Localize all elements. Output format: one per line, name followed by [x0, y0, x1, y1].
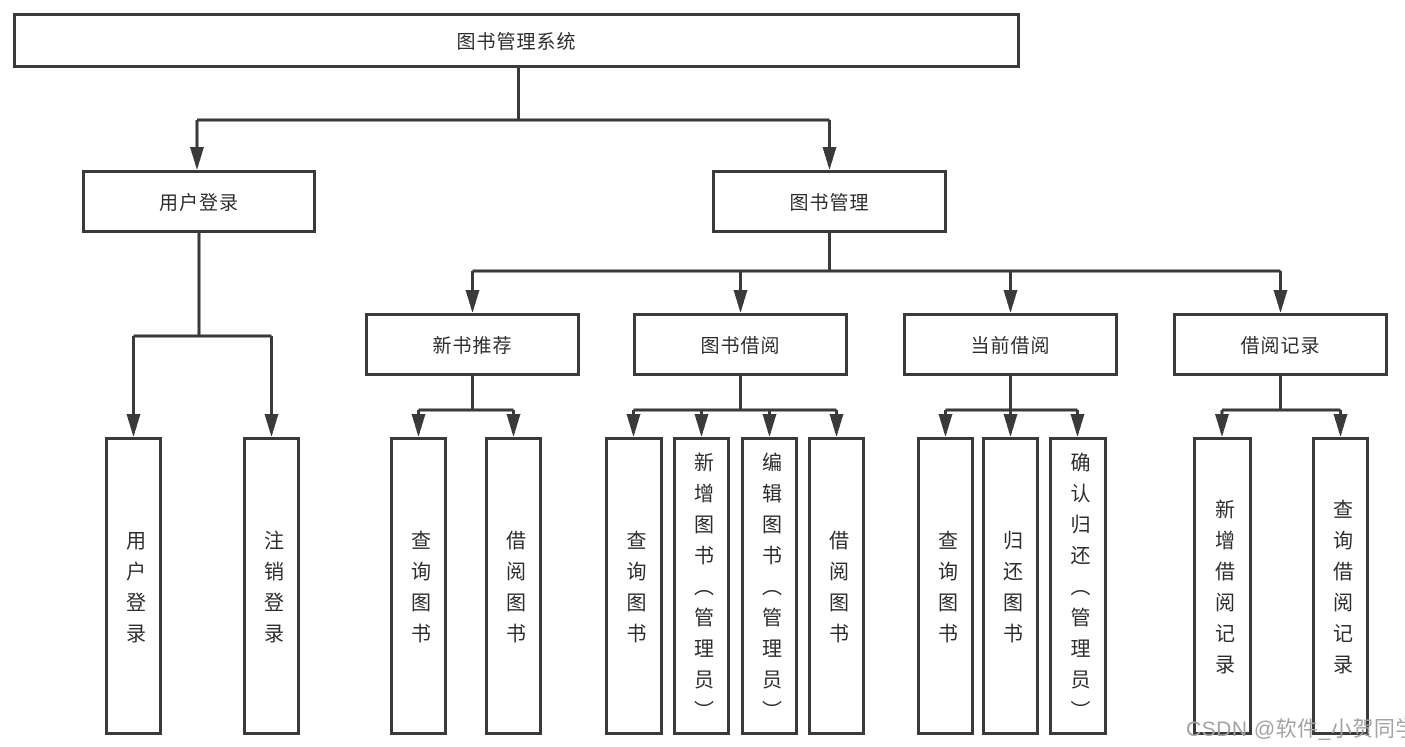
leaf-add-books-admin: 新增图书（管理员） — [673, 437, 730, 735]
node-root-label: 图书管理系统 — [456, 32, 577, 53]
node-root-library-system: 图书管理系统 — [13, 13, 1020, 68]
leaf-logout: 注销登录 — [243, 437, 300, 735]
leaf-logout-label: 注销登录 — [260, 529, 283, 654]
leaf-edit-books-admin-label: 编辑图书（管理员） — [758, 452, 781, 731]
leaf-add-books-admin-label: 新增图书（管理员） — [690, 452, 713, 731]
node-book-borrowing-label: 图书借阅 — [700, 336, 781, 357]
leaf-confirm-return-admin: 确认归还（管理员） — [1049, 437, 1107, 735]
leaf-query-books-borrowing-label: 查询图书 — [623, 529, 645, 654]
leaf-query-books-recommend: 查询图书 — [390, 437, 447, 735]
leaf-add-borrow-record-label: 新增借阅记录 — [1211, 498, 1234, 685]
csdn-watermark: CSDN @软件_小贺同学 — [1186, 718, 1405, 741]
leaf-return-books: 归还图书 — [982, 437, 1039, 735]
leaf-borrow-books-recommend-label: 借阅图书 — [502, 529, 525, 654]
node-user-login-label: 用户登录 — [158, 193, 239, 214]
leaf-query-borrow-record-label: 查询借阅记录 — [1329, 498, 1352, 685]
leaf-borrow-books-recommend: 借阅图书 — [485, 437, 542, 735]
leaf-query-books-current: 查询图书 — [917, 437, 974, 735]
node-current-borrowing-label: 当前借阅 — [970, 336, 1051, 357]
node-book-management-label: 图书管理 — [789, 193, 870, 214]
node-current-borrowing: 当前借阅 — [903, 313, 1118, 376]
leaf-query-books-borrowing: 查询图书 — [605, 437, 663, 735]
node-new-book-recommend: 新书推荐 — [365, 313, 580, 376]
node-user-login: 用户登录 — [82, 170, 316, 233]
leaf-query-borrow-record: 查询借阅记录 — [1312, 437, 1369, 735]
leaf-user-login-label: 用户登录 — [122, 529, 145, 654]
leaf-confirm-return-admin-label: 确认归还（管理员） — [1067, 452, 1089, 731]
leaf-return-books-label: 归还图书 — [999, 529, 1022, 654]
leaf-add-borrow-record: 新增借阅记录 — [1193, 437, 1252, 735]
node-new-book-recommend-label: 新书推荐 — [432, 336, 513, 357]
leaf-query-books-recommend-label: 查询图书 — [407, 529, 430, 654]
leaf-edit-books-admin: 编辑图书（管理员） — [741, 437, 798, 735]
node-book-management: 图书管理 — [712, 170, 947, 233]
leaf-query-books-current-label: 查询图书 — [934, 529, 957, 654]
leaf-borrow-books-borrowing: 借阅图书 — [808, 437, 865, 735]
node-book-borrowing: 图书借阅 — [633, 313, 848, 376]
node-borrowing-records-label: 借阅记录 — [1240, 336, 1321, 357]
leaf-user-login: 用户登录 — [105, 437, 162, 735]
leaf-borrow-books-borrowing-label: 借阅图书 — [825, 529, 848, 654]
node-borrowing-records: 借阅记录 — [1173, 313, 1388, 376]
